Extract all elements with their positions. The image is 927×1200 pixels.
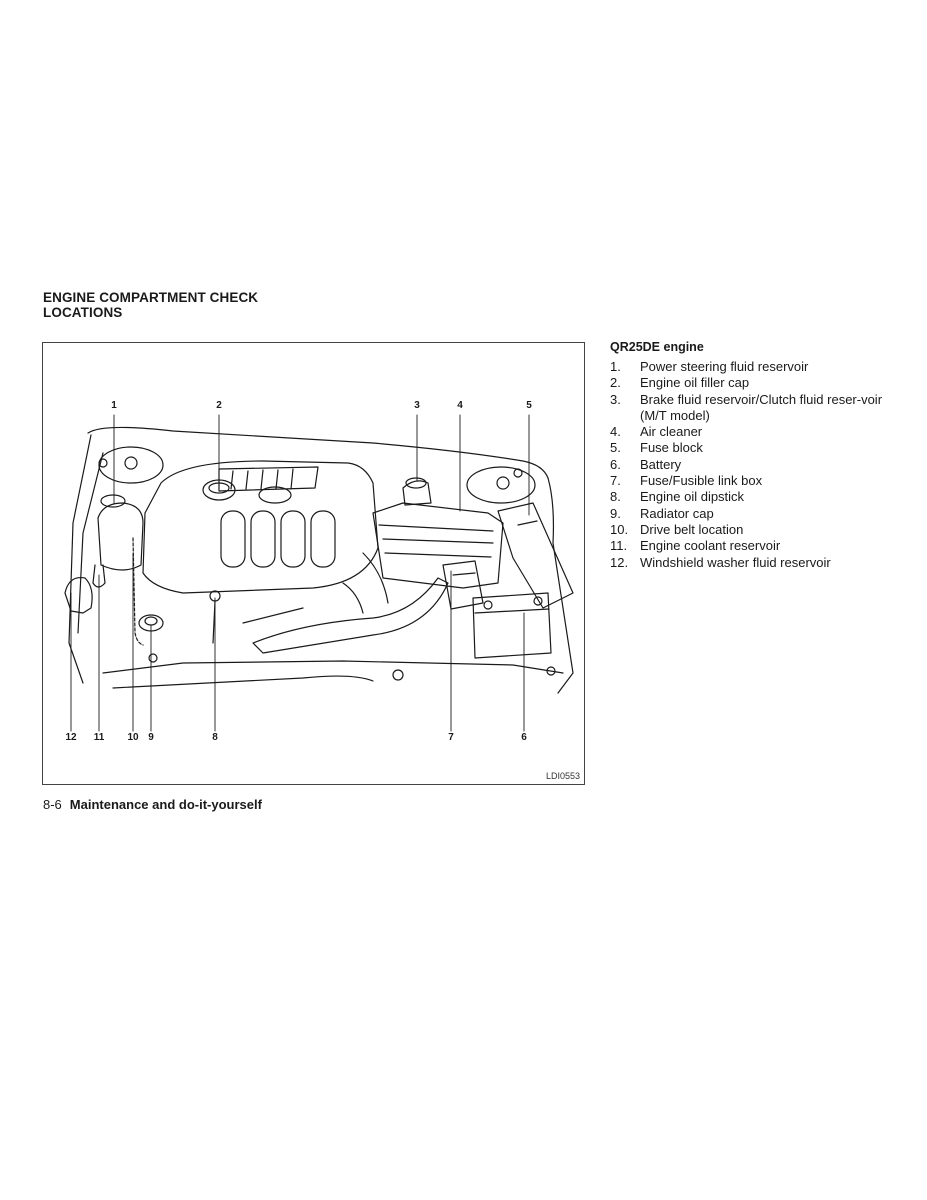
parts-legend: QR25DE engine 1. Power steering fluid res… [610, 340, 910, 571]
callout-3: 3 [414, 400, 420, 411]
legend-list: 1. Power steering fluid reservoir 2. Engin… [610, 359, 910, 571]
callout-5: 5 [526, 400, 532, 411]
legend-item-text: Air cleaner [640, 424, 703, 440]
legend-item-number: 12. [610, 554, 629, 570]
legend-item-number: 5. [610, 440, 621, 456]
legend-item-text: Engine oil dipstick [640, 489, 745, 505]
callout-10: 10 [127, 732, 139, 743]
legend-item-text: Power steering fluid reservoir [640, 359, 809, 374]
callout-6: 6 [521, 732, 527, 743]
legend-item: 2. Engine oil filler cap [610, 375, 910, 391]
legend-heading: QR25DE engine [610, 340, 704, 354]
callout-8: 8 [212, 732, 218, 743]
section-title-line-2: LOCATIONS [43, 305, 123, 320]
figure-code: LDI0553 [545, 771, 580, 781]
legend-item-text: Radiator cap [640, 505, 714, 521]
legend-item-number: 1. [610, 359, 621, 374]
callout-4: 4 [457, 400, 463, 411]
legend-item-number: 11. [610, 538, 628, 554]
legend-item-text: Fuse/Fusible link box [640, 473, 763, 489]
legend-item: 10. Drive belt location [610, 522, 910, 538]
chapter-title: Maintenance and do-it-yourself [69, 797, 262, 812]
legend-item: 8. Engine oil dipstick [610, 489, 910, 505]
legend-item: 7. Fuse/Fusible link box [610, 473, 910, 489]
page-footer: 8-6 Maintenance and do-it-yourself [43, 797, 262, 812]
legend-item: 12. Windshield washer fluid reservoir [610, 555, 910, 571]
legend-item: 5. Fuse block [610, 440, 910, 456]
callout-11: 11 [93, 732, 105, 743]
callout-12: 12 [65, 732, 77, 743]
legend-item-text: Windshield washer fluid reservoir [640, 554, 831, 570]
legend-item: 11. Engine coolant reservoir [610, 538, 910, 554]
legend-item-text: Brake fluid reservoir/Clutch fluid reser… [640, 391, 883, 423]
legend-item-text: Engine oil filler cap [640, 375, 750, 391]
section-title-line-1: ENGINE COMPARTMENT CHECK [43, 290, 259, 305]
engine-compartment-figure: 1 2 3 4 5 12 11 10 9 8 7 6 LDI0553 [42, 342, 585, 785]
legend-item: 1. Power steering fluid reservoir [610, 359, 910, 375]
legend-item-text: Fuse block [640, 440, 703, 456]
callout-1: 1 [111, 400, 117, 411]
legend-item-number: 6. [610, 456, 621, 472]
legend-item-text: Drive belt location [640, 521, 744, 537]
legend-item-number: 2. [610, 375, 621, 391]
page-number: 8-6 [43, 797, 62, 812]
legend-item-text: Battery [640, 456, 682, 472]
legend-item-number: 7. [610, 473, 621, 489]
engine-illustration [64, 414, 574, 732]
callout-2: 2 [216, 400, 222, 411]
legend-item: 6. Battery [610, 457, 910, 473]
legend-item-number: 9. [610, 505, 621, 521]
legend-item: 4. Air cleaner [610, 424, 910, 440]
callout-9: 9 [148, 732, 154, 743]
legend-item-number: 4. [610, 424, 621, 440]
legend-item-text: Engine coolant reservoir [640, 538, 781, 554]
legend-item-number: 3. [610, 391, 621, 407]
section-title: ENGINE COMPARTMENT CHECK LOCATIONS [43, 290, 258, 320]
legend-item: 9. Radiator cap [610, 506, 910, 522]
callout-7: 7 [448, 732, 454, 743]
legend-item-number: 10. [610, 521, 629, 537]
legend-item-number: 8. [610, 489, 621, 505]
legend-item: 3. Brake fluid reservoir/Clutch fluid res… [610, 392, 910, 425]
